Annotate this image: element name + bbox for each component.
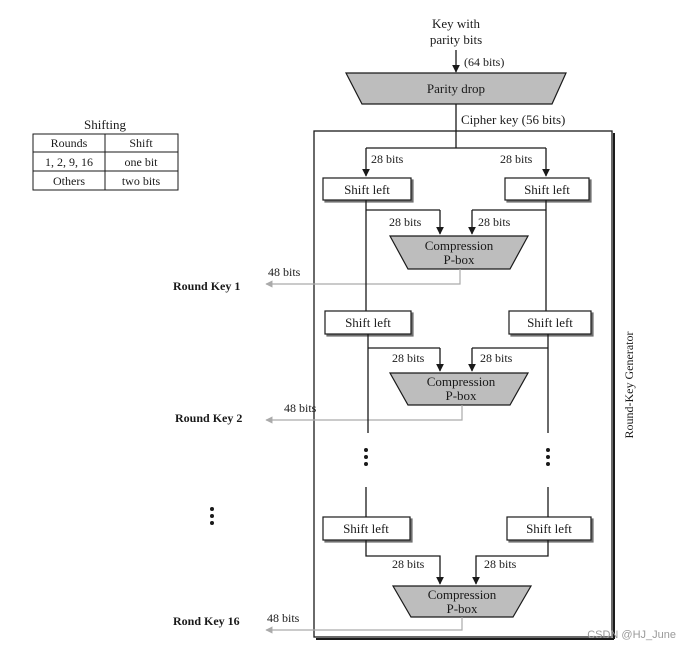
round-key-2-label: Round Key 2 [175, 411, 242, 425]
key-with-label: Key with [432, 16, 481, 31]
vertical-ellipsis-right [546, 448, 550, 466]
bits-28-label-2-right: 28 bits [480, 351, 513, 365]
compression-label-16: Compression [428, 587, 497, 602]
shift-left-box-16-right [506, 516, 592, 541]
shift-left-label-16-left: Shift left [343, 521, 389, 536]
parity-drop-label: Parity drop [427, 81, 485, 96]
shift-left-label-2-right: Shift left [527, 315, 573, 330]
shifting-table [32, 133, 179, 191]
shifting-cell-rounds-1: 1, 2, 9, 16 [45, 155, 93, 169]
shifting-header-shift: Shift [129, 136, 153, 150]
shift-left-label-2-left: Shift left [345, 315, 391, 330]
shift-left-label-16-right: Shift left [526, 521, 572, 536]
compression-pbox-1 [388, 235, 530, 270]
bits-28-label-left-top: 28 bits [371, 152, 404, 166]
round-key-1-output [265, 269, 461, 288]
shifting-table-title: Shifting [84, 117, 126, 132]
bits-48-label-16: 48 bits [267, 611, 300, 625]
compression-label-1: Compression [425, 238, 494, 253]
pbox-label-1: P-box [443, 252, 475, 267]
round-key-16-output [265, 617, 463, 634]
round-key-1-label: Round Key 1 [173, 279, 240, 293]
cipher-key-label: Cipher key (56 bits) [461, 112, 565, 127]
shifting-header-rounds: Rounds [51, 136, 88, 150]
bits-48-label-2: 48 bits [284, 401, 317, 415]
generator-label: Round-Key Generator [622, 332, 636, 439]
bits-28-label-1-right: 28 bits [478, 215, 511, 229]
watermark: CSDN @HJ_June [587, 629, 676, 641]
shifting-cell-shift-2: two bits [122, 174, 161, 188]
vertical-ellipsis-left [364, 448, 368, 466]
generator-frame [313, 130, 613, 638]
shift-left-box-1-right [504, 177, 590, 201]
compression-pbox-16 [391, 585, 533, 618]
vertical-ellipsis-keys [210, 507, 214, 525]
pbox-label-16: P-box [446, 601, 478, 616]
compression-pbox-2 [388, 372, 530, 406]
parity-drop-box [345, 72, 567, 105]
feed-16-right [472, 540, 549, 585]
round-key-2-output [265, 405, 463, 424]
round-key-16-label: Rond Key 16 [173, 614, 240, 628]
bits-28-label-2-left: 28 bits [392, 351, 425, 365]
key-size-label: (64 bits) [464, 55, 504, 69]
shifting-cell-rounds-2: Others [53, 174, 85, 188]
pbox-label-2: P-box [445, 388, 477, 403]
bits-28-label-right-top: 28 bits [500, 152, 533, 166]
parity-bits-label: parity bits [430, 32, 482, 47]
shift-left-box-1-left [322, 177, 412, 201]
shift-left-label-1-right: Shift left [524, 182, 570, 197]
bits-48-label-1: 48 bits [268, 265, 301, 279]
bits-28-label-16-left: 28 bits [392, 557, 425, 571]
feed-16-left [365, 540, 444, 585]
shift-left-label-1-left: Shift left [344, 182, 390, 197]
bits-28-label-1-left: 28 bits [389, 215, 422, 229]
shift-left-box-2-right [508, 310, 592, 335]
compression-label-2: Compression [427, 374, 496, 389]
bits-28-label-16-right: 28 bits [484, 557, 517, 571]
shifting-cell-shift-1: one bit [125, 155, 159, 169]
